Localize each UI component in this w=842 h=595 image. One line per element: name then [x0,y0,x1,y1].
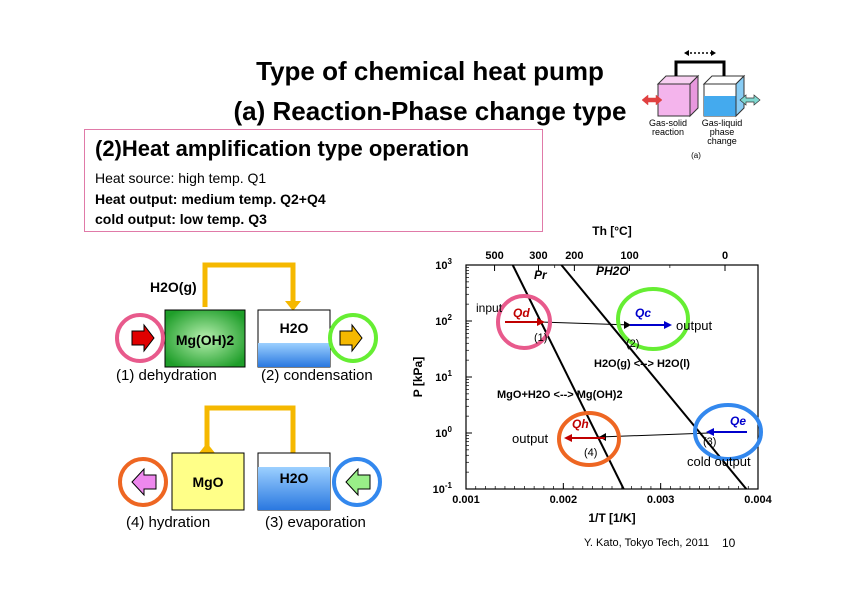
y-tick-label: 103 [435,257,452,272]
operation-line-1: Heat source: high temp. Q1 [95,170,267,186]
hydration-caption: (4) hydration [126,514,211,531]
operation-line-3: cold output: low temp. Q3 [95,211,267,227]
mgoh2-vessel [164,309,246,368]
heat-out-arrow-icon [339,323,363,353]
series-label-ph2o: PH2O [596,264,629,278]
hydration-heat-arrow-icon [131,467,157,497]
inset-right-label-3: change [707,136,737,146]
page-number: 10 [722,536,736,550]
top-tick-label: 0 [722,250,728,262]
inset-right-label-2: phase [710,127,735,137]
schematic-diagram [115,262,382,511]
inset-left-label-2: reaction [652,127,684,137]
operation-line-2: Heat output: medium temp. Q2+Q4 [95,191,326,207]
dehydration-circle [115,313,165,363]
x-tick-label: 0.001 [452,494,480,506]
operation-box: (2)Heat amplification type operation Hea… [84,129,543,232]
circle-qd [496,294,552,350]
inset-right-arrow-icon [739,94,761,106]
inset-left-arrow-icon [641,94,663,106]
point-2-label: (2) [626,338,639,350]
top-tick-label: 300 [529,250,547,262]
qe-arrow-icon [706,428,714,436]
circle-qe [693,403,763,461]
series-line-pr [511,264,625,490]
inset-left-label-1: Gas-solid [649,118,687,128]
top-tick-label: 100 [620,250,638,262]
x-axis-label: 1/T [1/K] [588,511,635,525]
title-line-1: Type of chemical heat pump [256,56,604,86]
input-label: input [476,301,503,315]
mgo-vessel [171,452,245,511]
dehydration-caption: (1) dehydration [116,367,217,384]
operation-heading: (2)Heat amplification type operation [95,136,470,161]
credit: Y. Kato, Tokyo Tech, 2011 [584,537,710,549]
evaporation-heat-arrow-icon [345,467,371,497]
qd-arrow-icon [537,318,545,326]
y-tick-label: 101 [435,369,452,384]
point-3-label: (3) [703,436,716,448]
y-axis-label: P [kPa] [411,357,425,397]
inset-right-label-1: Gas-liquid [702,118,743,128]
top-tick-label: 200 [565,250,583,262]
qh-label: Qh [572,417,589,431]
inset-diagram: Gas-solid reaction Gas-liquid phase chan… [641,50,761,160]
point-4-label: (4) [584,447,597,459]
qe-label: Qe [730,414,746,428]
condensation-circle [328,313,378,363]
x-tick-label: 0.003 [647,494,675,506]
top-pipe-label: H2O(g) [150,279,197,295]
heat-in-arrow-icon [131,323,155,353]
circle-qc [616,287,690,351]
inset-left-box [657,83,691,117]
pressure-temperature-chart: 0.001 0.002 0.003 0.004 10-1 100 101 102 103 500 3… [411,224,773,525]
point-1-label: (1) [534,332,547,344]
y-tick-label: 102 [435,313,452,328]
cold-output-label: cold output [687,454,751,469]
top-pipe [202,262,296,307]
bottom-h2o-label: H2O [279,470,309,486]
evaporation-circle [332,457,382,507]
evaporation-caption: (3) evaporation [265,514,366,531]
plot-area [465,264,759,490]
series-label-pr: Pr [534,268,548,282]
top-tick-label: 500 [485,250,503,262]
title-line-2: (a) Reaction-Phase change type [233,96,627,126]
x-tick-label: 0.002 [550,494,578,506]
top-h2o-label: H2O [279,320,309,336]
mgoh2-label: Mg(OH)2 [175,332,235,348]
top-axis-label: Th [°C] [592,224,631,238]
condensation-caption: (2) condensation [261,367,373,384]
reaction-label: MgO+H2O <--> Mg(OH)2 [497,389,623,401]
qc-label: Qc [635,306,651,320]
output-2-label: output [676,318,713,333]
process-line-1-2 [539,321,632,326]
qh-arrow-icon [564,434,572,442]
x-tick-label: 0.004 [744,494,772,506]
phase-change-label: H2O(g) <--> H2O(l) [594,358,690,370]
qd-label: Qd [513,306,530,320]
inset-caption: (a) [691,151,701,160]
qc-arrow-icon [664,321,672,329]
y-tick-label: 100 [435,425,452,440]
y-tick-label: 10-1 [433,481,453,496]
mgo-label: MgO [192,474,224,490]
hydration-circle [118,457,168,507]
circle-qh [557,411,621,467]
series-line-ph2o [560,264,748,490]
bottom-pipe [204,405,296,453]
output-4-label: output [512,431,549,446]
